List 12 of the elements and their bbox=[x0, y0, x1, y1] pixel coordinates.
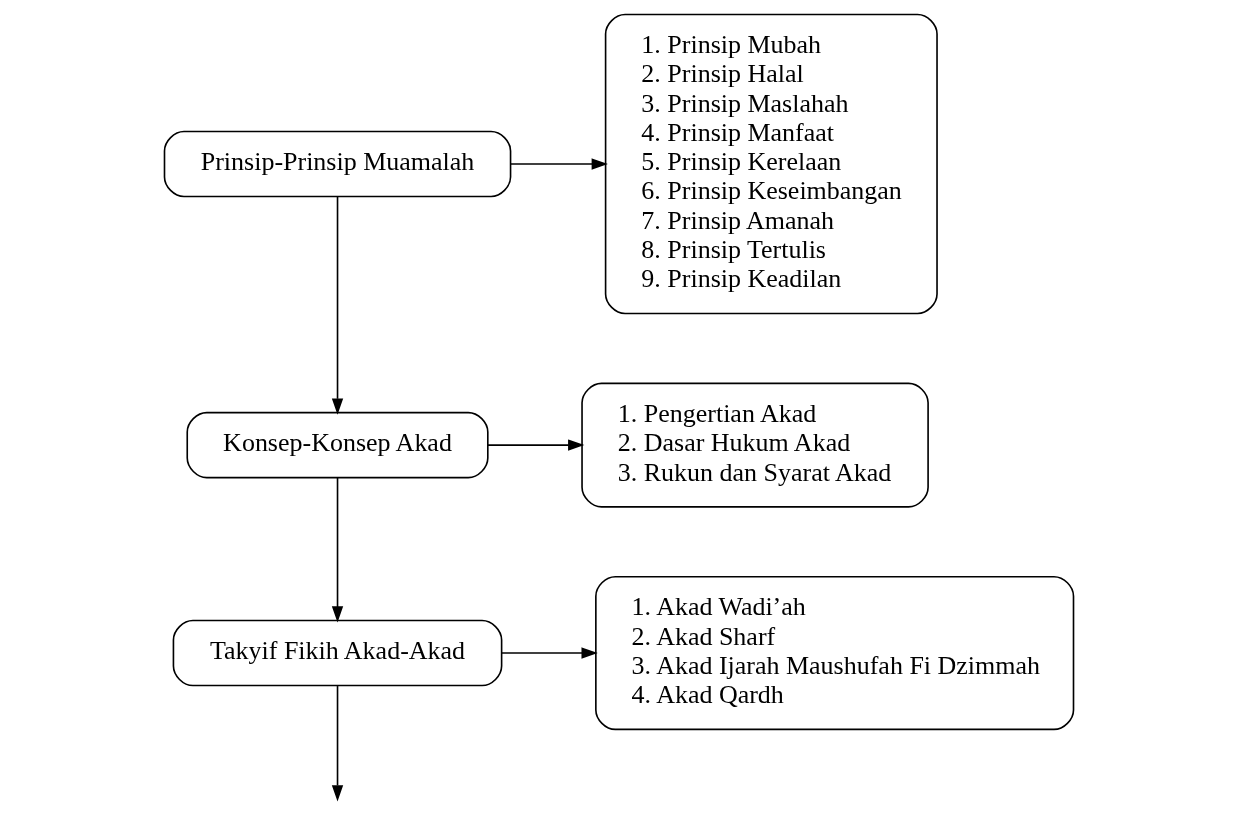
arrow bbox=[486, 439, 584, 451]
node-box: Prinsip-Prinsip Muamalah bbox=[163, 130, 511, 198]
arrow bbox=[500, 647, 598, 659]
arrow bbox=[331, 685, 343, 802]
node-box: 1. Akad Wadi’ah 2. Akad Sharf 3. Akad Ijarah Maushufah Fi Dzimmah 4. Akad Qardh bbox=[594, 575, 1074, 731]
arrow bbox=[509, 158, 608, 170]
node-box: 1. Pengertian Akad 2. Dasar Hukum Akad 3. Rukun dan Syarat Akad bbox=[580, 382, 929, 508]
node-box: Konsep-Konsep Akad bbox=[185, 411, 489, 479]
node-box: Takyif Fikih Akad-Akad bbox=[172, 619, 502, 687]
arrow bbox=[331, 196, 343, 415]
arrow bbox=[331, 477, 343, 623]
node-box: 1. Prinsip Mubah 2. Prinsip Halal 3. Prinsip Maslahah 4. Prinsip Manfaat 5. Prinsip Kerelaan 6. Prinsip Keseimbangan 7. Prinsip Amanah 8. Prinsip Tertulis 9. Prinsip Keadilan bbox=[604, 13, 938, 315]
